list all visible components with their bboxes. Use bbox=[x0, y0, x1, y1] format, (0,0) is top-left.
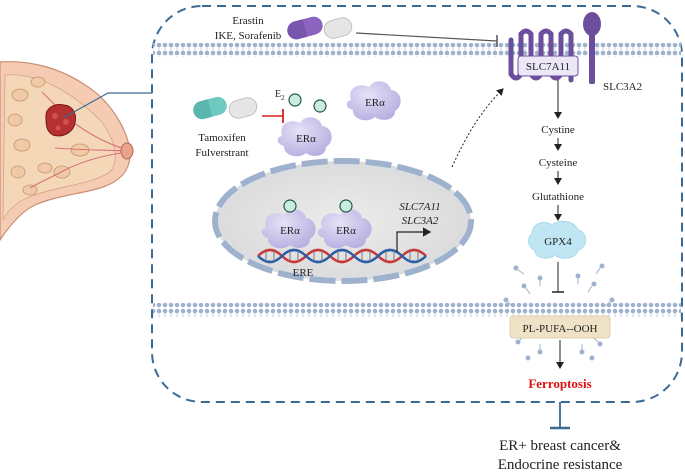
er-alpha-dimer: ERα ERα bbox=[261, 199, 372, 249]
gpx4-label: GPX4 bbox=[544, 236, 572, 248]
ferroptosis-label: Ferroptosis bbox=[528, 376, 591, 391]
dna-helix bbox=[257, 248, 427, 264]
er-alpha-label: ERα bbox=[365, 97, 385, 109]
er-alpha-label: ERα bbox=[296, 133, 316, 145]
erastin-label: Erastin bbox=[232, 15, 264, 27]
cystine-label: Cystine bbox=[541, 124, 575, 136]
e2-ligand-icon bbox=[313, 99, 327, 113]
expression-arrow bbox=[451, 88, 504, 168]
er-alpha-label: ERα bbox=[280, 225, 300, 237]
top-membrane bbox=[153, 43, 681, 57]
bottom-membrane bbox=[153, 303, 681, 317]
outcome-line-2: Endocrine resistance bbox=[498, 457, 623, 473]
erastin-inhibition-line bbox=[355, 32, 498, 42]
e2-ligand-icon bbox=[288, 93, 302, 107]
cysteine-label: Cysteine bbox=[539, 157, 578, 169]
lipid-peroxide-box bbox=[509, 315, 611, 339]
lipid-peroxide-label: PL-PUFA--OOH bbox=[523, 323, 598, 335]
er-alpha-receptor: ERα bbox=[277, 117, 332, 157]
slc7a11-label: SLC7A11 bbox=[526, 61, 570, 73]
ere-label: ERE bbox=[293, 267, 314, 279]
e2-label: E2 bbox=[275, 89, 285, 102]
er-alpha-receptor: ERα bbox=[346, 81, 401, 121]
zoom-callout-line bbox=[62, 92, 109, 119]
tamoxifen-label: Tamoxifen bbox=[198, 132, 246, 144]
lipid-fragments bbox=[503, 263, 615, 361]
transcription-arrow bbox=[396, 227, 432, 252]
outcome-line-1: ER+ breast cancer& bbox=[499, 438, 621, 454]
fulverstrant-label: Fulverstrant bbox=[195, 147, 248, 159]
ike-sorafenib-label: IKE, Sorafenib bbox=[215, 30, 282, 42]
gpx4-enzyme: GPX4 bbox=[528, 220, 586, 259]
cell-boundary bbox=[151, 5, 683, 403]
slc7a11-gene-label: SLC7A11 bbox=[399, 201, 440, 213]
erastin-pill-icon bbox=[287, 16, 353, 40]
glutathione-label: Glutathione bbox=[532, 191, 584, 203]
slc3a2-subunit: SLC3A2 bbox=[583, 12, 642, 93]
er-alpha-label: ERα bbox=[336, 225, 356, 237]
breast-illustration bbox=[0, 61, 152, 242]
slc3a2-label: SLC3A2 bbox=[603, 81, 642, 93]
tumor-mass bbox=[45, 104, 76, 137]
slc3a2-gene-label: SLC3A2 bbox=[402, 215, 439, 227]
slc7a11-transporter: SLC7A11 bbox=[508, 28, 579, 83]
tamoxifen-pill-icon bbox=[193, 96, 258, 120]
